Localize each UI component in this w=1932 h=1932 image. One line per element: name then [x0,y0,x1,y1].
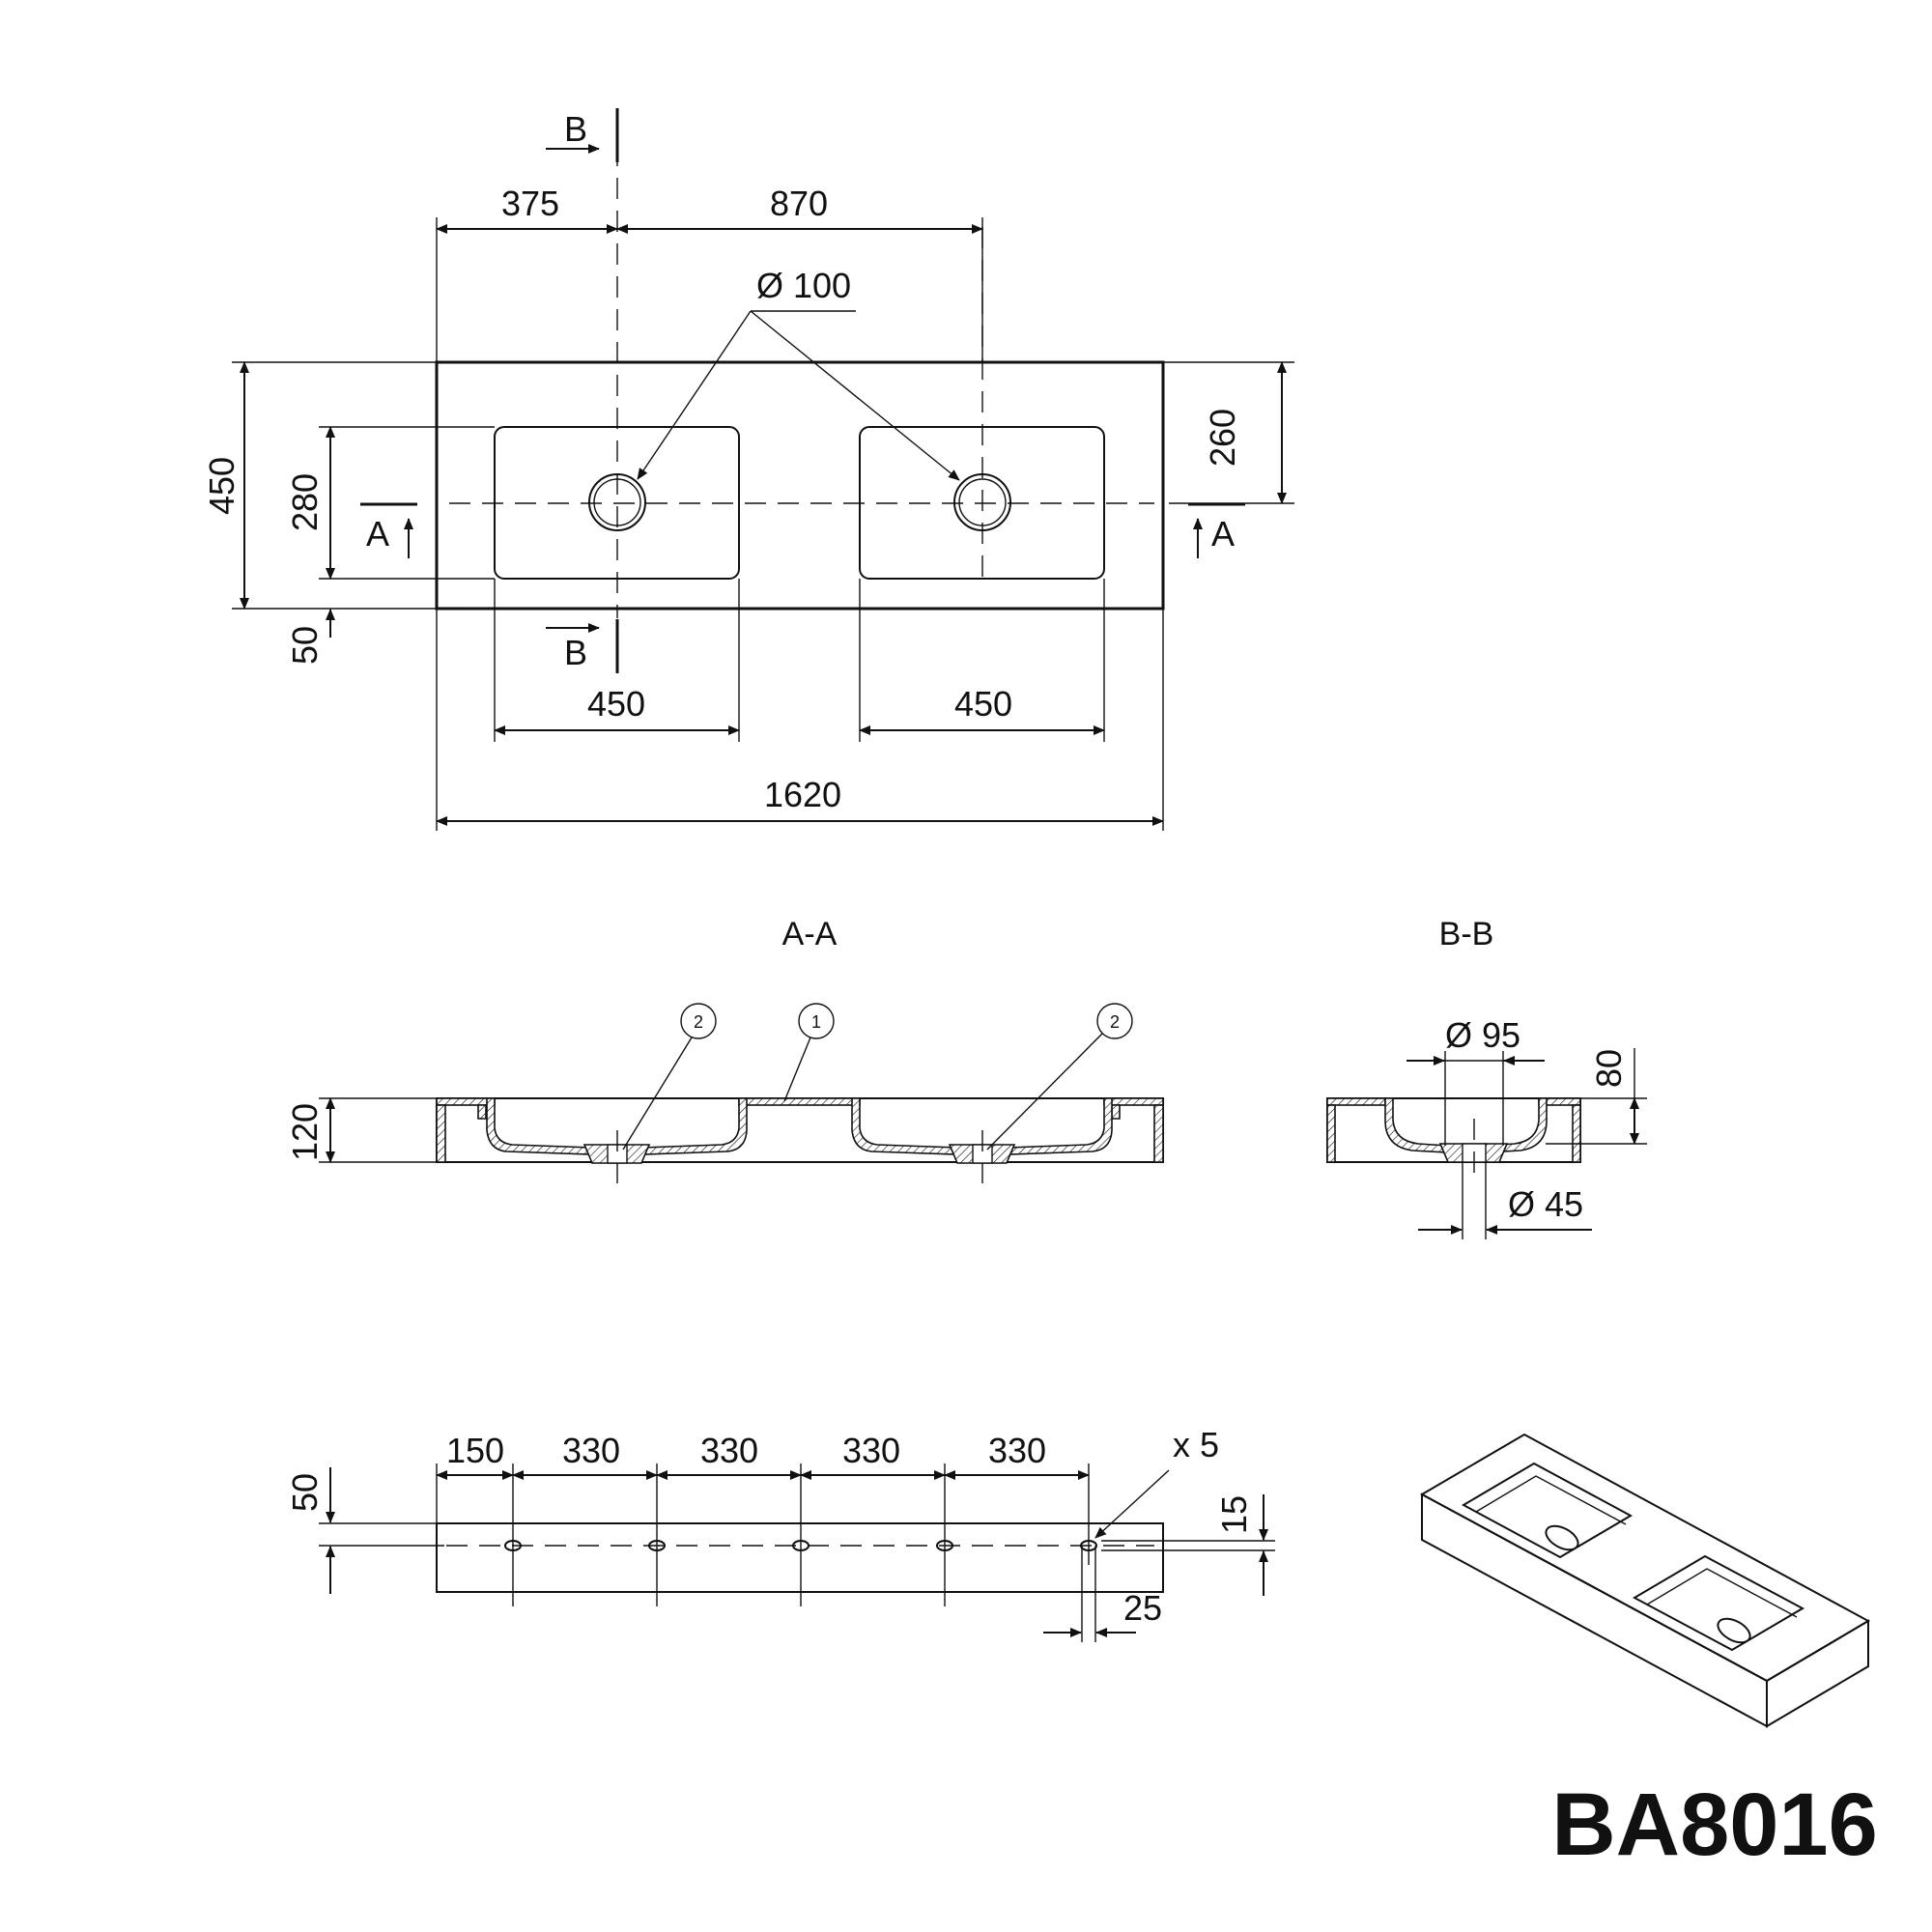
countertop-outline [435,360,1165,611]
section-aa-title: A-A [782,916,838,952]
dim-330-2-label: 330 [700,1431,758,1470]
section-bb-title: B-B [1439,916,1494,952]
back-view: 150 330 330 330 330 x 5 50 15 25 [285,1425,1275,1642]
callout-2-right-label: 2 [1110,1012,1120,1032]
dim-330-3-label: 330 [842,1431,900,1470]
dim-50-front-label: 50 [285,626,325,665]
dim-120-label: 120 [285,1103,325,1161]
dim-870-label: 870 [770,184,828,223]
section-a-right-label: A [1211,514,1235,554]
section-aa: A-A 2 1 2 120 [285,916,1164,1183]
leader-drain-left [637,310,752,480]
callout-2-left-label: 2 [694,1012,703,1032]
back-panel-outline [436,1522,1164,1593]
dim-d45-label: Ø 45 [1508,1184,1583,1224]
product-code: BA8016 [1551,1776,1878,1874]
dim-260-label: 260 [1203,409,1242,467]
section-a-left-label: A [366,514,389,554]
dim-15-label: 15 [1214,1495,1254,1534]
dim-280-label: 280 [285,473,325,531]
iso-top-face [1419,1433,1871,1683]
dim-d95-label: Ø 95 [1445,1015,1520,1055]
callout-2-right [1096,1003,1133,1039]
dim-25-label: 25 [1123,1588,1162,1628]
basin-left-section [486,1097,592,1155]
callout-1-label: 1 [811,1012,821,1032]
section-b-bottom-label: B [564,633,587,672]
dim-1620-label: 1620 [764,775,841,814]
dim-330-1-label: 330 [562,1431,620,1470]
dim-150-label: 150 [446,1431,504,1470]
dim-450-left-label: 450 [587,684,645,724]
dim-80-label: 80 [1589,1049,1629,1088]
iso-basin-right [1632,1554,1805,1652]
dim-375-label: 375 [501,184,559,223]
iso-front-face [1421,1492,1768,1728]
isometric-view [1419,1433,1871,1728]
dim-450-right-label: 450 [954,684,1012,724]
iso-side-face [1766,1619,1869,1728]
dim-drain-diameter-label: Ø 100 [756,266,851,305]
iso-basin-left [1461,1462,1634,1559]
hole-count-label: x 5 [1173,1425,1219,1464]
section-b-top-label: B [564,109,587,149]
section-bb: B-B Ø 95 80 Ø 45 [1326,916,1647,1239]
dim-330-4-label: 330 [988,1431,1046,1470]
dim-50-back-label: 50 [285,1473,325,1512]
top-view: B B A A 375 870 Ø 100 [202,108,1294,831]
basin-right-section [851,1097,957,1155]
dim-450-depth-label: 450 [202,457,242,515]
leader-drain-right [750,310,960,481]
callout-1 [798,1003,835,1039]
callout-2-left [680,1003,717,1039]
